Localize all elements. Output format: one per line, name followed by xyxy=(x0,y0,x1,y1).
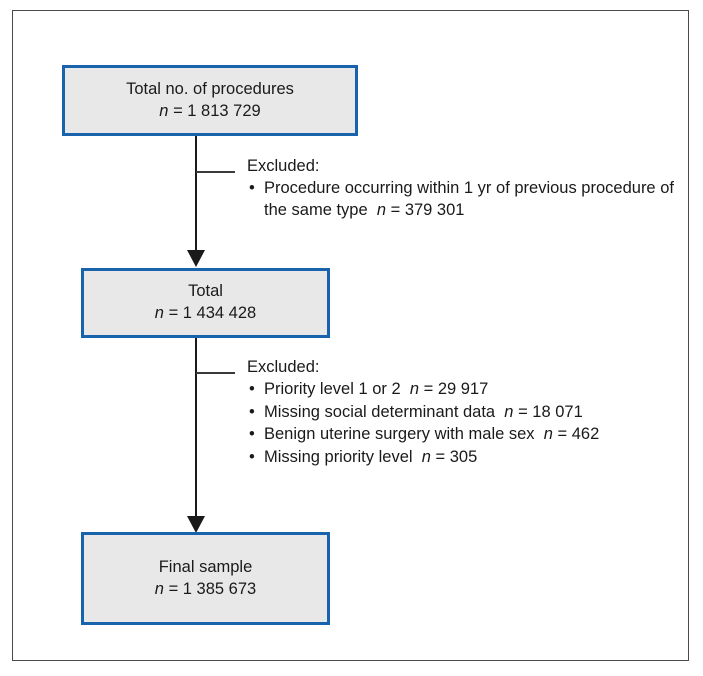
n-value: 29 917 xyxy=(437,380,489,399)
n-equals: = xyxy=(430,447,450,466)
n-symbol: n xyxy=(376,200,386,219)
bullet-icon: • xyxy=(249,402,255,421)
n-symbol: n xyxy=(409,380,419,399)
box-count-final-sample: n = 1 385 673 xyxy=(155,579,256,601)
exclusion-item-text: Missing priority level xyxy=(264,447,413,466)
exclusion-item: • Missing priority level n = 305 xyxy=(247,447,677,468)
box-count-total: n = 1 434 428 xyxy=(155,303,256,325)
connector-line-1 xyxy=(195,136,197,252)
n-value: 305 xyxy=(449,447,478,466)
exclusion-item: • Benign uterine surgery with male sex n… xyxy=(247,424,677,445)
exclusion-heading-2: Excluded: xyxy=(247,358,320,376)
exclusion-list-1: • Procedure occurring within 1 yr of pre… xyxy=(247,178,677,221)
n-equals: = xyxy=(419,380,438,399)
n-value: 1 434 428 xyxy=(182,304,257,322)
exclusion-item-text: Benign uterine surgery with male sex xyxy=(264,425,535,444)
exclusion-tick-line-2 xyxy=(196,372,235,374)
n-value: 1 385 673 xyxy=(182,579,257,598)
n-value: 462 xyxy=(571,425,600,444)
flow-box-total: Total n = 1 434 428 xyxy=(81,268,330,338)
exclusion-item-text: Missing social determinant data xyxy=(264,402,496,421)
exclusion-block-1: Excluded: • Procedure occurring within 1… xyxy=(247,156,677,222)
connector-line-2 xyxy=(195,338,197,519)
n-value: 18 071 xyxy=(532,402,583,421)
n-equals: = xyxy=(513,402,533,421)
exclusion-item: • Priority level 1 or 2 n = 29 917 xyxy=(247,379,677,400)
bullet-icon: • xyxy=(249,179,255,198)
exclusion-list-2: • Priority level 1 or 2 n = 29 917 • Mis… xyxy=(247,379,677,468)
n-equals: = xyxy=(552,425,572,444)
bullet-icon: • xyxy=(249,380,255,399)
exclusion-item: • Missing social determinant data n = 18… xyxy=(247,402,677,423)
n-symbol: n xyxy=(154,304,164,322)
bullet-icon: • xyxy=(249,425,255,444)
n-symbol: n xyxy=(543,425,553,444)
n-symbol: n xyxy=(504,402,514,421)
exclusion-item-text: Priority level 1 or 2 xyxy=(264,380,401,399)
box-title-total: Total xyxy=(188,282,223,301)
exclusion-heading-1: Excluded: xyxy=(247,157,320,175)
box-title-final-sample: Final sample xyxy=(158,557,253,576)
n-equals: = xyxy=(163,579,183,598)
arrowhead-down-icon-2 xyxy=(187,516,205,533)
arrowhead-down-icon-1 xyxy=(187,250,205,267)
exclusion-tick-line-1 xyxy=(196,171,235,173)
flow-box-final-sample: Final sample n = 1 385 673 xyxy=(81,532,330,625)
exclusion-item-text: Procedure occurring within 1 yr of previ… xyxy=(264,179,674,219)
n-symbol: n xyxy=(154,579,164,598)
n-symbol: n xyxy=(421,447,431,466)
n-equals: = xyxy=(163,304,183,322)
bullet-icon: • xyxy=(249,447,255,466)
exclusion-item: • Procedure occurring within 1 yr of pre… xyxy=(247,178,677,221)
box-count-total-procedures: n = 1 813 729 xyxy=(159,101,260,123)
n-equals: = xyxy=(168,101,188,120)
exclusion-block-2: Excluded: • Priority level 1 or 2 n = 29… xyxy=(247,357,677,469)
box-title-total-procedures: Total no. of procedures xyxy=(126,79,294,98)
n-symbol: n xyxy=(159,101,169,120)
n-value: 1 813 729 xyxy=(187,101,261,120)
n-value: 379 301 xyxy=(404,200,465,219)
n-equals: = xyxy=(386,200,405,219)
flow-box-total-procedures: Total no. of procedures n = 1 813 729 xyxy=(62,65,358,136)
